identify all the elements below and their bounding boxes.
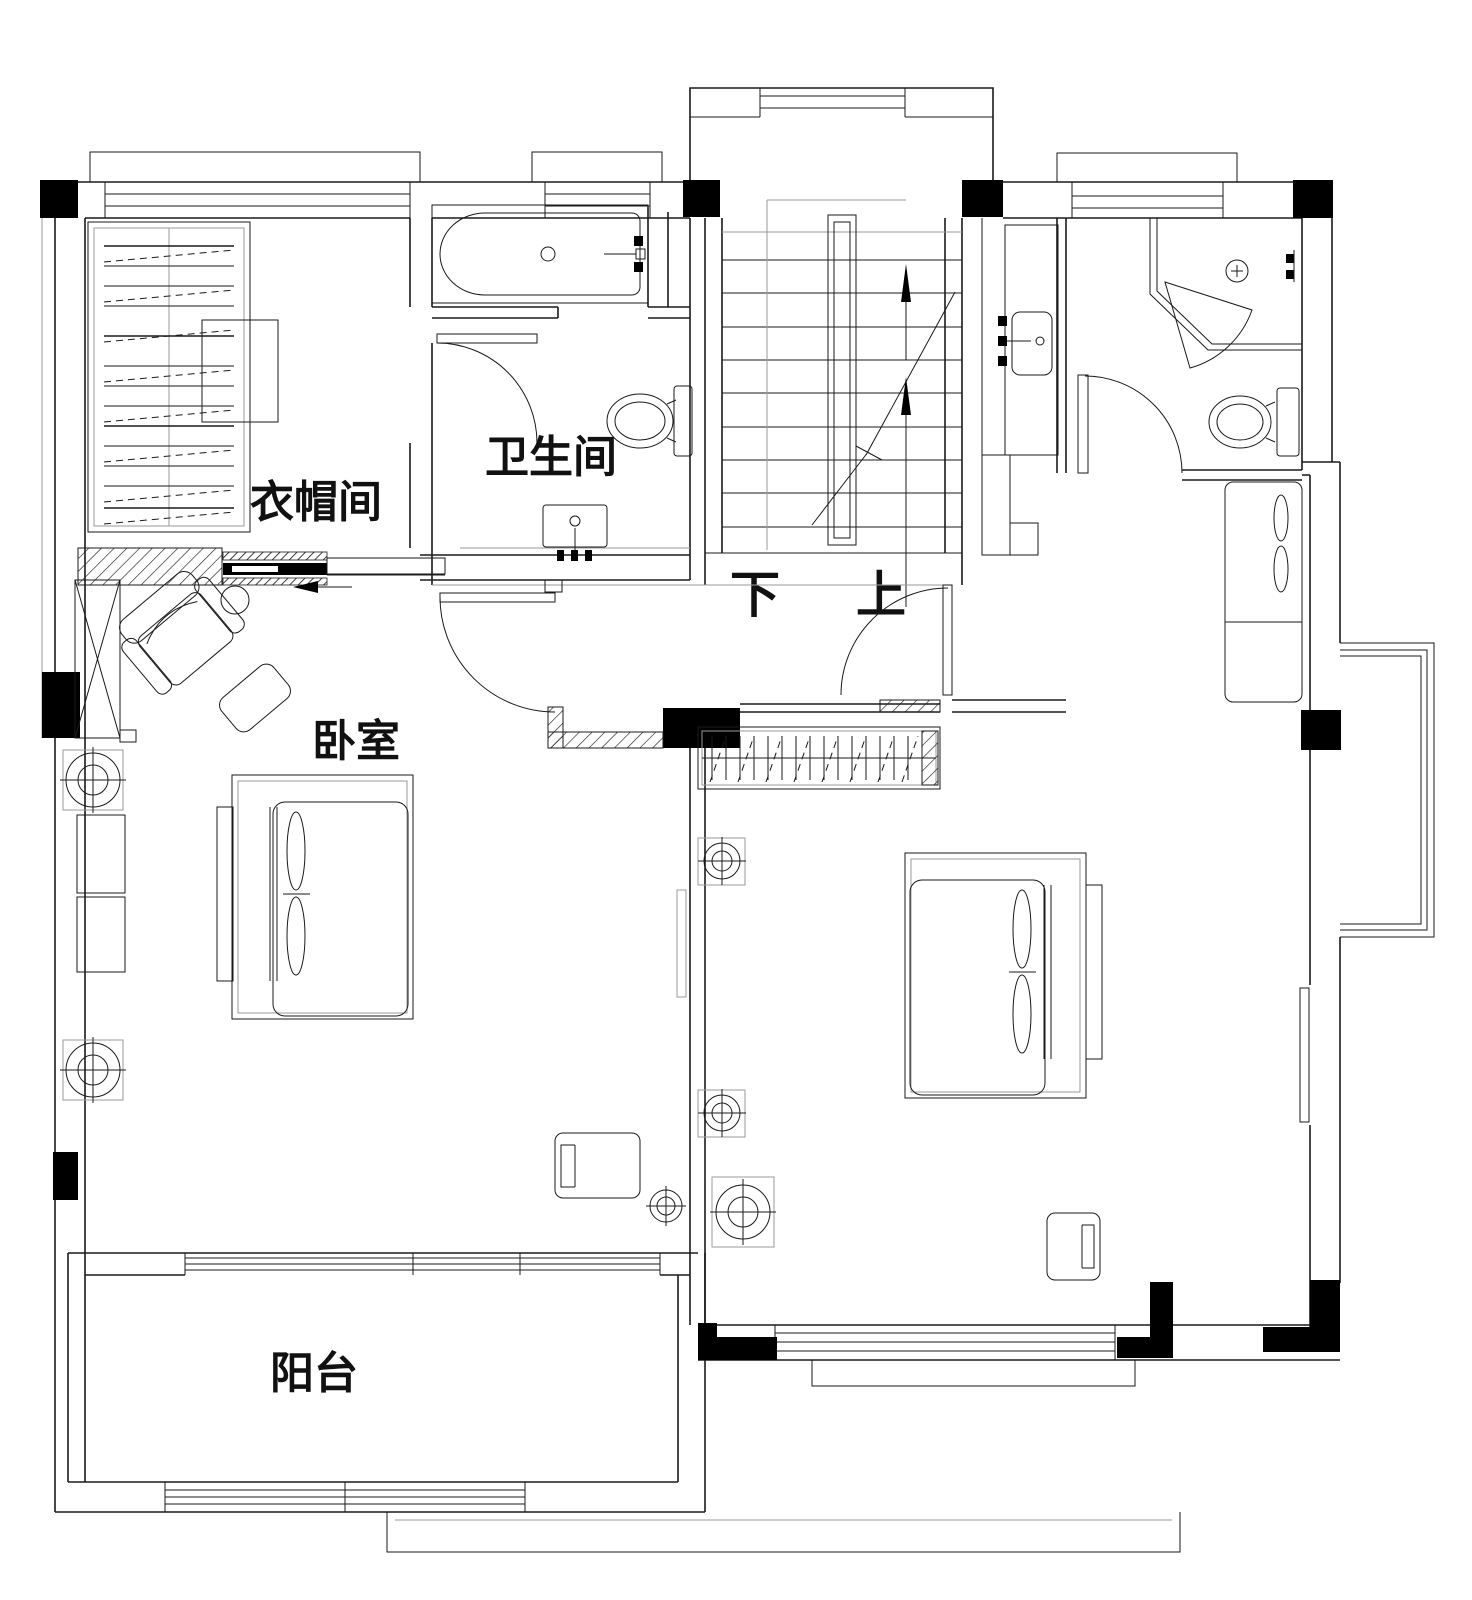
- hanging-closet-icon: [697, 699, 941, 790]
- room-bathroom-second: [998, 218, 1302, 481]
- dresser-icon: [74, 579, 137, 743]
- door-swing-icon: [840, 584, 953, 696]
- window-sill: [386, 1512, 1181, 1553]
- shower-head-icon: [1225, 259, 1249, 283]
- door-swing-icon: [1077, 374, 1183, 474]
- structural-column-icon: [1117, 1337, 1150, 1358]
- exterior-walls: [41, 87, 1435, 1553]
- structural-column-icon: [698, 1323, 717, 1360]
- vanity-sink-icon: [998, 224, 1059, 456]
- stairwell: 下 上: [704, 199, 1039, 623]
- structural-column-icon: [53, 1152, 78, 1200]
- window-sill: [89, 151, 421, 182]
- room-cloakroom: 衣帽间: [74, 218, 446, 743]
- chair-icon: [1046, 1212, 1101, 1281]
- stair-up-label: 上: [856, 567, 906, 623]
- structural-column-icon: [1150, 1282, 1173, 1358]
- room-bedroom-right: [697, 481, 1303, 1281]
- structural-column-icon: [1310, 1280, 1340, 1352]
- window-sill: [531, 151, 663, 182]
- headboard: [1085, 884, 1103, 1060]
- window-icon: [1299, 987, 1310, 1123]
- door-swing-icon: [439, 592, 556, 713]
- pillow-icon: [1012, 889, 1032, 969]
- room-label-bathroom-main: 卫生间: [485, 433, 617, 482]
- double-bed-icon: [904, 852, 1103, 1099]
- structural-column-icon: [962, 180, 1003, 217]
- bay-window-icon: [1340, 642, 1435, 938]
- room-label-bedroom: 卧室: [312, 716, 400, 766]
- ottoman-icon: [219, 663, 291, 733]
- chair-icon: [554, 1132, 641, 1199]
- headboard: [216, 806, 234, 982]
- structural-column-icon: [1293, 180, 1333, 218]
- structural-column-icon: [683, 180, 720, 217]
- window-sill: [811, 1359, 1136, 1387]
- armchair-icon: [119, 571, 245, 695]
- blanket: [272, 801, 409, 1017]
- pillow-icon: [1012, 974, 1032, 1054]
- double-bed-icon: [76, 774, 414, 1020]
- stair-flight-icon: [705, 259, 962, 554]
- structural-columns: [40, 180, 1341, 1360]
- vanity-sink-icon: [542, 504, 608, 561]
- structural-column-icon: [42, 672, 80, 738]
- faucet-icon: [604, 236, 646, 272]
- sliding-door-icon: [77, 547, 446, 593]
- stair-arrow-icon: [901, 264, 911, 607]
- blanket: [909, 879, 1046, 1096]
- door-swing-icon: [436, 333, 538, 444]
- nightstand-icon: [76, 814, 126, 894]
- stairwell-bump-out: [689, 87, 994, 200]
- structural-column-icon: [1301, 710, 1341, 750]
- corner-shower-icon: [1149, 218, 1302, 369]
- stair-break-line: [811, 291, 956, 526]
- structural-column-icon: [40, 180, 78, 218]
- pillow-icon: [286, 896, 306, 976]
- toilet-icon: [1208, 387, 1300, 457]
- window-sill: [1056, 152, 1238, 182]
- storage-cabinet-icon: [1224, 481, 1303, 703]
- downlight-icon: [60, 747, 686, 1226]
- structural-column-icon: [1263, 1327, 1310, 1352]
- hall: [432, 579, 1066, 749]
- room-bedroom-left: 卧室: [60, 716, 686, 1226]
- structural-column-icon: [717, 1337, 777, 1360]
- window-icon: [164, 1482, 526, 1512]
- side-table-icon: [220, 585, 250, 615]
- window-icon: [184, 1253, 661, 1275]
- dressing-table: [201, 319, 279, 423]
- room-label-cloakroom: 衣帽间: [250, 478, 382, 527]
- window-icon: [774, 1325, 1116, 1360]
- nightstand-icon: [76, 896, 126, 973]
- window-icon: [104, 182, 1224, 218]
- toilet-icon: [606, 385, 693, 457]
- pillow-icon: [286, 811, 306, 891]
- room-balcony: 阳台: [270, 1349, 358, 1398]
- bathtub-icon: [431, 204, 649, 304]
- faucet-icon: [1286, 250, 1295, 282]
- stair-rail: [833, 221, 851, 539]
- stair-rail: [827, 214, 857, 546]
- stair-down-label: 下: [730, 567, 780, 623]
- wardrobe-shelves-icon: [87, 221, 251, 533]
- room-bathroom-main: 卫生间: [420, 204, 693, 581]
- room-label-balcony: 阳台: [270, 1349, 358, 1398]
- downlight-icon: [697, 837, 776, 1248]
